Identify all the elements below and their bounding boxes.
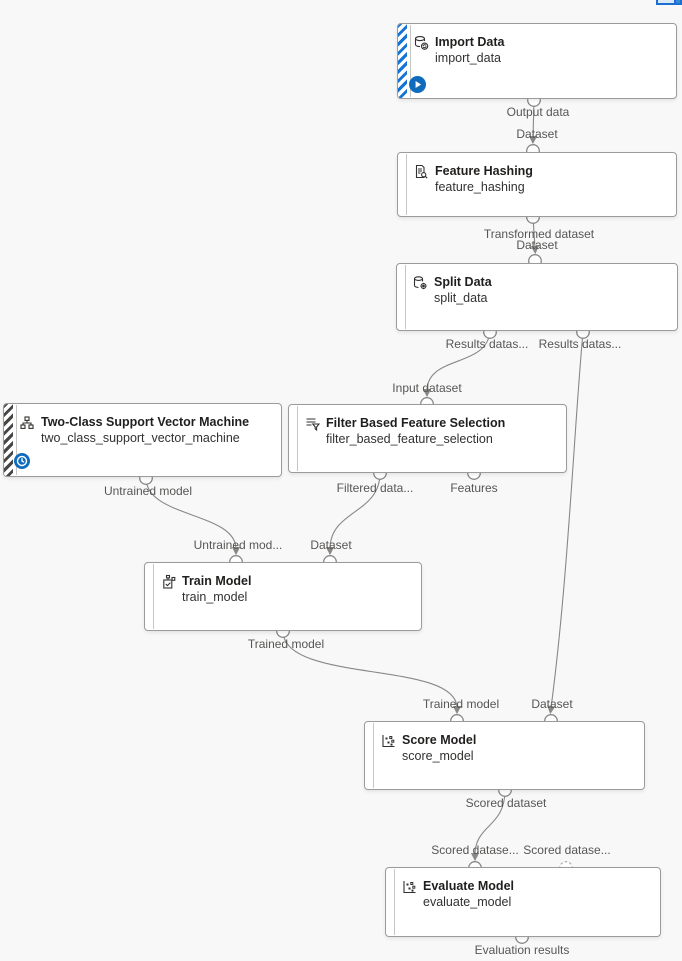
queued-status-icon (14, 453, 31, 470)
node-feature-hashing[interactable]: Feature Hashing feature_hashing (397, 152, 677, 217)
node-divider (297, 406, 298, 471)
node-divider (153, 564, 154, 629)
node-subtitle: evaluate_model (423, 895, 512, 909)
node-divider (394, 869, 395, 935)
port-label-scored-dataset-1: Scored datase... (431, 843, 519, 857)
edge-feature-selection-to-train[interactable] (325, 472, 381, 556)
node-divider (373, 723, 374, 788)
list-filter-icon (304, 416, 320, 432)
queued-stripe (4, 404, 13, 476)
node-evaluate-model[interactable]: Evaluate Model evaluate_model (385, 867, 661, 937)
edge-split-to-feature-selection[interactable] (422, 331, 491, 398)
running-stripe (398, 24, 407, 98)
node-title: Feature Hashing (435, 164, 533, 178)
port-label-features: Features (450, 481, 498, 495)
node-import-data[interactable]: Import Data import_data (397, 23, 677, 99)
running-status-icon (409, 76, 426, 93)
port-label-dataset: Dataset (531, 697, 573, 711)
node-title: Evaluate Model (423, 879, 514, 893)
port-label-transformed-dataset: Transformed dataset (483, 227, 595, 241)
port-label-output-data: Output data (506, 105, 570, 119)
port-label-results-dataset-1: Results datas... (445, 337, 529, 351)
port-label-trained-model: Trained model (422, 697, 500, 711)
node-title: Import Data (435, 35, 505, 49)
scatter-plot-icon (401, 879, 417, 895)
clipped-toolbar-icon[interactable] (656, 0, 676, 5)
node-two-class-svm[interactable]: Two-Class Support Vector Machine two_cla… (3, 403, 282, 477)
node-title: Filter Based Feature Selection (326, 416, 506, 430)
port-label-scored-dataset-2: Scored datase... (523, 843, 611, 857)
node-divider (16, 405, 17, 475)
node-subtitle: import_data (435, 51, 502, 65)
node-subtitle: two_class_support_vector_machine (41, 431, 240, 445)
node-subtitle: train_model (182, 590, 248, 604)
document-search-icon (413, 164, 429, 180)
node-title: Two-Class Support Vector Machine (41, 415, 250, 429)
port-label-evaluation-results: Evaluation results (474, 943, 570, 957)
edge-score-to-evaluate[interactable] (470, 789, 506, 862)
port-label-untrained-model: Untrained model (103, 484, 193, 498)
port-label-trained-model: Trained model (247, 637, 325, 651)
database-gear-icon (412, 275, 428, 291)
edge-split-to-score[interactable] (547, 331, 584, 715)
port-label-dataset: Dataset (516, 127, 558, 141)
port-label-results-dataset-2: Results datas... (538, 337, 622, 351)
node-subtitle: filter_based_feature_selection (326, 432, 493, 446)
port-label-dataset: Dataset (310, 538, 352, 552)
clipped-toolbar-icon-part[interactable] (674, 0, 682, 5)
node-divider (406, 154, 407, 215)
scatter-plot-icon (380, 733, 396, 749)
node-title: Score Model (402, 733, 477, 747)
node-subtitle: score_model (402, 749, 474, 763)
port-label-dataset: Dataset (516, 238, 558, 252)
node-filter-based-feature-selection[interactable]: Filter Based Feature Selection filter_ba… (288, 404, 567, 473)
node-score-model[interactable]: Score Model score_model (364, 721, 645, 790)
node-title: Train Model (182, 574, 252, 588)
train-model-icon (160, 574, 176, 590)
node-divider (405, 265, 406, 329)
node-title: Split Data (434, 275, 492, 289)
port-label-filtered-data: Filtered data... (336, 481, 414, 495)
node-train-model[interactable]: Train Model train_model (144, 562, 422, 631)
hierarchy-icon (19, 415, 35, 431)
edge-svm-to-train[interactable] (145, 477, 241, 556)
port-label-untrained-model-truncated: Untrained mod... (193, 538, 283, 552)
port-label-input-dataset: Input dataset (392, 381, 462, 395)
node-subtitle: feature_hashing (435, 180, 525, 194)
node-subtitle: split_data (434, 291, 488, 305)
port-label-scored-dataset: Scored dataset (465, 796, 547, 810)
node-split-data[interactable]: Split Data split_data (396, 263, 678, 331)
edge-train-to-score[interactable] (282, 630, 462, 715)
database-sync-icon (413, 35, 429, 51)
node-divider (410, 25, 411, 97)
